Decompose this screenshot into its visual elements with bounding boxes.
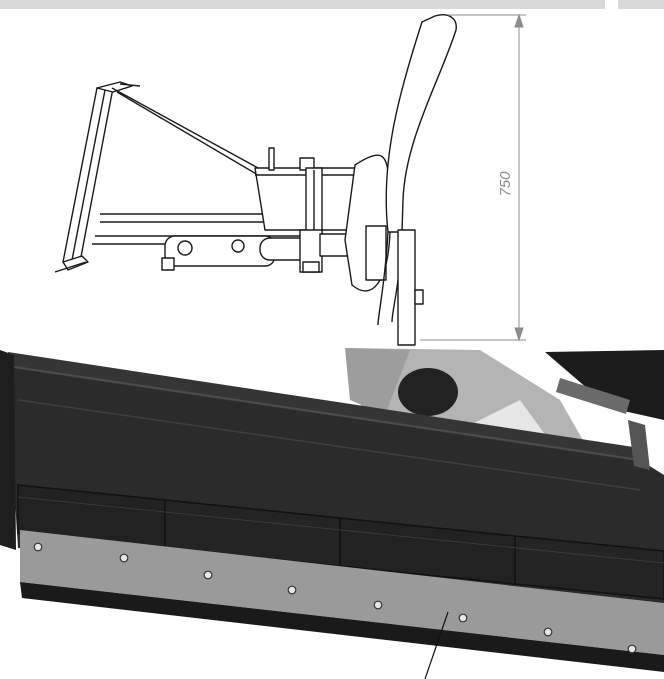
dimension-label: 750 xyxy=(497,171,514,197)
bolt xyxy=(33,542,43,552)
pivot-cylinder xyxy=(161,229,369,273)
bolt xyxy=(203,570,213,580)
blade-render xyxy=(0,348,664,679)
bolt xyxy=(287,585,297,595)
cutting-edge-strip xyxy=(20,530,664,672)
center-bracket xyxy=(254,147,361,239)
side-view-drawing xyxy=(54,14,457,346)
rubber-segments xyxy=(17,484,664,600)
height-dimension xyxy=(420,13,526,342)
top-frame-strip xyxy=(0,0,664,9)
leader-line xyxy=(424,611,449,679)
edge-bolts xyxy=(33,542,637,654)
bolt xyxy=(627,644,637,654)
diagonal-brace xyxy=(111,87,259,176)
push-frame-plate xyxy=(54,81,141,273)
moldboard-profile xyxy=(377,14,457,346)
mounting-hub xyxy=(344,154,391,292)
bolt xyxy=(543,627,553,637)
bolt xyxy=(119,553,129,563)
bolt xyxy=(458,613,468,623)
bolt xyxy=(373,600,383,610)
